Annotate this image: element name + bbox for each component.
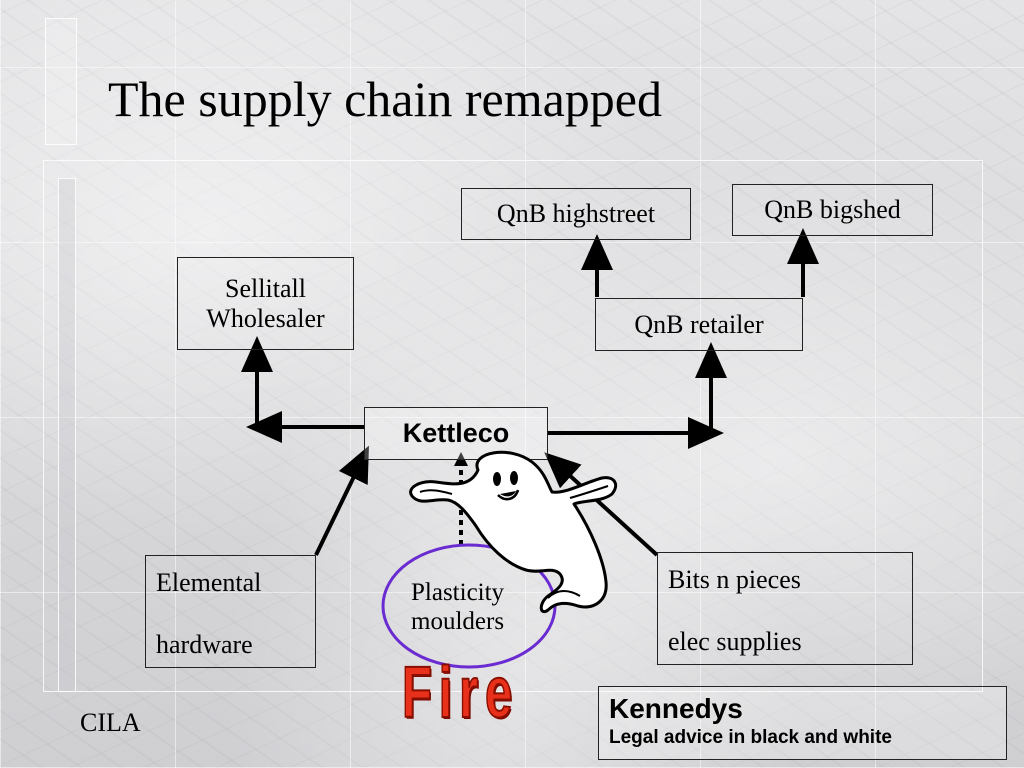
node-qnb-retailer: QnB retailer	[595, 298, 803, 351]
node-qnb-highstreet: QnB highstreet	[461, 188, 691, 240]
elemental-line1: Elemental	[156, 568, 262, 597]
node-elemental: Elemental hardware	[145, 555, 316, 668]
decorative-frame-side	[58, 178, 76, 692]
node-qnb-bigshed: QnB bigshed	[732, 184, 933, 236]
footer-cila: CILA	[80, 708, 141, 737]
bits-line1: Bits n pieces	[668, 565, 801, 594]
sellitall-line1: Sellitall	[225, 273, 306, 303]
kennedys-name: Kennedys	[609, 693, 743, 724]
plasticity-line1: Plasticity	[411, 579, 505, 606]
node-plasticity: Plasticity moulders	[411, 578, 504, 636]
arrow-bits-to-kettleco	[544, 452, 659, 557]
ghost-icon	[409, 450, 618, 613]
decorative-frame-main	[43, 160, 983, 692]
elemental-line2: hardware	[156, 630, 253, 659]
arrow-elemental-to-kettleco	[314, 445, 369, 556]
fire-label: Fire	[401, 652, 519, 734]
node-sellitall: Sellitall Wholesaler	[177, 257, 354, 350]
qnb-retailer-label: QnB retailer	[634, 309, 764, 339]
bits-line2: elec supplies	[668, 627, 802, 656]
kennedys-tagline: Legal advice in black and white	[609, 727, 892, 748]
node-kettleco: Kettleco	[364, 407, 548, 460]
slide-title: The supply chain remapped	[108, 71, 662, 127]
qnb-highstreet-label: QnB highstreet	[496, 199, 656, 228]
qnb-bigshed-label: QnB bigshed	[764, 195, 901, 224]
sellitall-line2: Wholesaler	[206, 303, 325, 333]
node-bits-n-pieces: Bits n pieces elec supplies	[657, 552, 913, 665]
kennedys-box: Kennedys Legal advice in black and white	[598, 686, 1007, 760]
plasticity-line2: moulders	[411, 608, 505, 635]
decorative-frame-top	[45, 18, 77, 145]
kettleco-label: Kettleco	[402, 418, 510, 448]
